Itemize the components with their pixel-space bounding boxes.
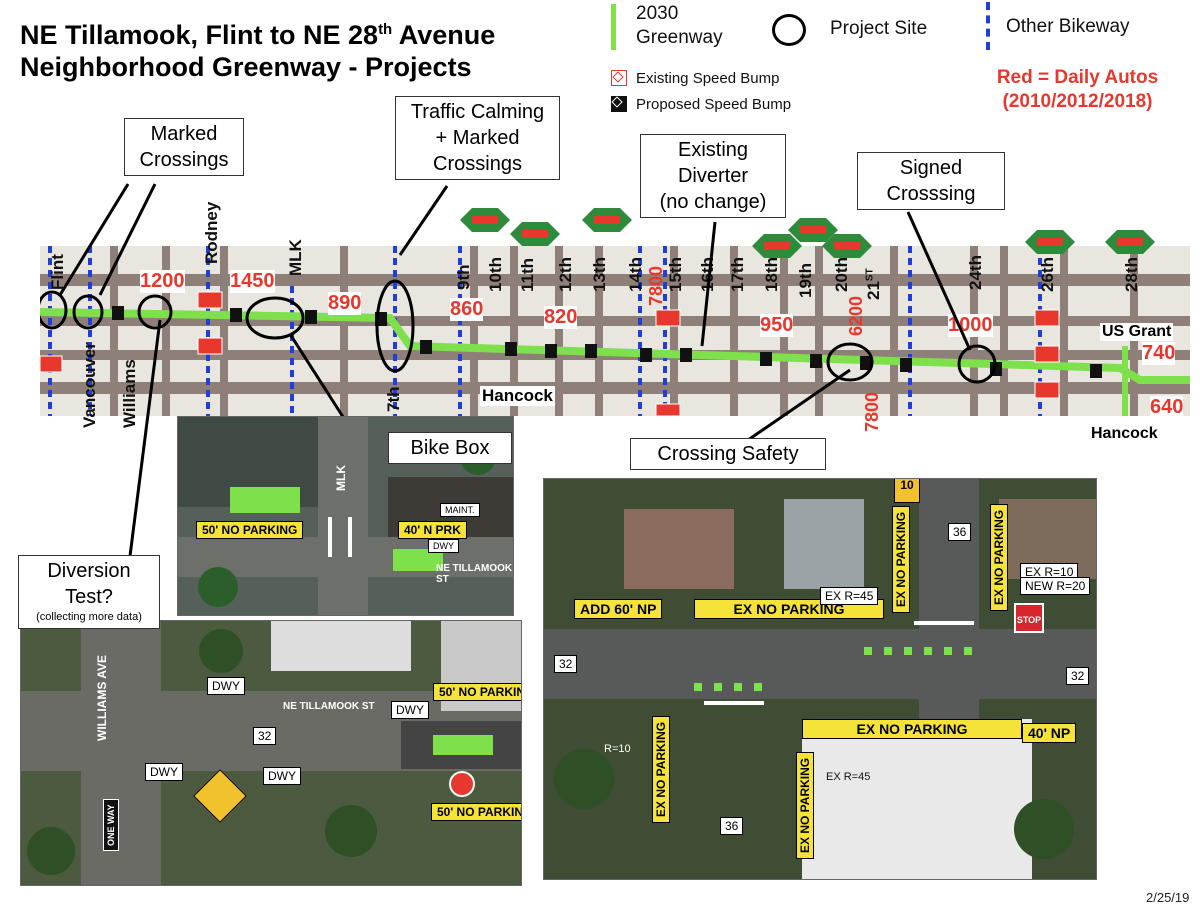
count-1000: 1000 <box>948 314 993 337</box>
callout-crossing-safety: Crossing Safety <box>630 438 826 470</box>
diamond-markers <box>460 208 1155 258</box>
callout-marked-crossings: Marked Crossings <box>124 118 244 176</box>
dv-dwy-1: DWY <box>207 677 245 695</box>
bb-np-left: 50' NO PARKING <box>196 521 304 539</box>
dv-dwy-4: DWY <box>263 767 301 785</box>
red-note: Red = Daily Autos (2010/2012/2018) <box>996 67 1159 112</box>
count-1200: 1200 <box>140 270 185 293</box>
project-site-icon <box>772 14 806 46</box>
cs-r10: R=10 <box>604 743 631 755</box>
cs-add-np: ADD 60' NP <box>574 599 663 619</box>
count-1450: 1450 <box>230 270 275 293</box>
street-hancock-2: Hancock <box>1089 425 1160 443</box>
street-7th: 7th <box>384 386 403 413</box>
street-24th: 24th <box>966 255 985 290</box>
dv-dwy-3: DWY <box>145 763 183 781</box>
count-950: 950 <box>760 314 794 337</box>
street-10th: 10th <box>486 257 505 292</box>
dv-one-way: ONE WAY <box>103 799 119 851</box>
corridor-map <box>36 246 1190 417</box>
street-rodney: Rodney <box>202 201 221 264</box>
cs-ex-np-v4: EX NO PARKING <box>796 751 814 859</box>
cs-ex-np-v3: EX NO PARKING <box>652 715 670 823</box>
diversion-photo: WILLIAMS AVE NE TILLAMOOK ST DWY DWY DWY… <box>20 620 522 886</box>
callout-diversion: Diversion Test? (collecting more data) <box>18 555 160 629</box>
count-860: 860 <box>450 298 484 321</box>
cs-mph-sign: 10 <box>894 479 920 503</box>
cs-stop-sign: STOP <box>1014 603 1044 633</box>
dv-williams: WILLIAMS AVE <box>95 655 109 741</box>
cs-newr20: NEW R=20 <box>1020 577 1091 595</box>
street-19th: 19th <box>796 263 815 298</box>
street-20th: 20th <box>832 257 851 292</box>
callout-signed-crossing: Signed Crosssing <box>857 152 1005 210</box>
count-740: 740 <box>1142 342 1176 365</box>
bb-street: NE TILLAMOOK ST <box>436 563 513 585</box>
legend-other-bikeway: Other Bikeway <box>1006 16 1130 37</box>
page-title: NE Tillamook, Flint to NE 28th Avenue Ne… <box>20 20 496 82</box>
cs-w32-b: 32 <box>1066 667 1090 685</box>
legend-existing-bump: Existing Speed Bump <box>636 70 780 87</box>
proposed-bump-icon <box>611 96 627 112</box>
greenway-swatch <box>611 4 616 50</box>
legend-project-site: Project Site <box>830 18 928 39</box>
cs-ex-np-v1: EX NO PARKING <box>892 505 910 613</box>
count-6200: 6200 <box>846 295 866 336</box>
bikeway-swatch <box>986 2 990 50</box>
dv-np-2: 50' NO PARKING <box>431 803 521 821</box>
bb-mlk: MLK <box>334 465 348 491</box>
count-640: 640 <box>1150 396 1184 419</box>
street-21st-label: 21ST <box>864 268 883 300</box>
crossing-aerial <box>544 479 1096 879</box>
dv-np-1: 50' NO PARKING <box>433 683 521 701</box>
bb-maint: MAINT. <box>440 503 480 517</box>
street-flint: Flint <box>48 254 67 290</box>
cs-w36-b: 36 <box>720 817 744 835</box>
count-7800-b: 7800 <box>862 391 882 432</box>
street-us-grant: US Grant <box>1100 323 1174 341</box>
cs-w36-a: 36 <box>948 523 972 541</box>
street-16th: 16th <box>698 257 717 292</box>
callout-traffic-calming: Traffic Calming + Marked Crossings <box>395 96 560 180</box>
crossing-photo: ADD 60' NP EX NO PARKING EX NO PARKING 4… <box>543 478 1097 880</box>
street-12th: 12th <box>556 257 575 292</box>
dv-dwy-2: DWY <box>391 701 429 719</box>
date-label: 2/25/19 <box>1146 890 1190 905</box>
count-7800-a: 7800 <box>646 265 666 306</box>
street-18th: 18th <box>762 257 781 292</box>
corridor-map-graphic <box>36 246 1190 417</box>
callout-bike-box: Bike Box <box>388 432 512 464</box>
legend-greenway: 2030 Greenway <box>636 3 723 48</box>
legend-proposed-bump: Proposed Speed Bump <box>636 96 792 113</box>
dv-tillamook: NE TILLAMOOK ST <box>283 701 375 712</box>
street-28th: 28th <box>1122 257 1141 292</box>
street-williams: Williams <box>120 359 139 428</box>
dv-width: 32 <box>253 727 277 745</box>
street-mlk: MLK <box>286 239 305 276</box>
bb-dwy: DWY <box>428 539 459 553</box>
street-17th: 17th <box>728 257 747 292</box>
cs-w32-a: 32 <box>554 655 578 673</box>
street-14th: 14th <box>626 257 645 292</box>
street-13th: 13th <box>590 257 609 292</box>
street-11th: 11th <box>518 257 537 292</box>
callout-existing-diverter: Existing Diverter (no change) <box>640 134 786 218</box>
street-hancock: Hancock <box>480 386 555 406</box>
cs-np40: 40' NP <box>1022 723 1077 743</box>
street-vancouver: Vancouver <box>80 342 99 428</box>
street-15th: 15th <box>666 257 685 292</box>
cs-exr45-a: EX R=45 <box>820 587 879 605</box>
existing-bump-icon <box>611 70 627 86</box>
count-890: 890 <box>328 292 362 315</box>
cs-exr45-b: EX R=45 <box>826 771 871 783</box>
count-820: 820 <box>544 306 578 329</box>
cs-ex-np-2: EX NO PARKING <box>802 719 1022 739</box>
bb-np-right: 40' N PRK <box>398 521 467 539</box>
street-9th: 9th <box>454 264 473 291</box>
dv-no-entry-icon <box>449 771 475 797</box>
cs-ex-np-v2: EX NO PARKING <box>990 503 1008 611</box>
street-26th: 26th <box>1038 257 1057 292</box>
